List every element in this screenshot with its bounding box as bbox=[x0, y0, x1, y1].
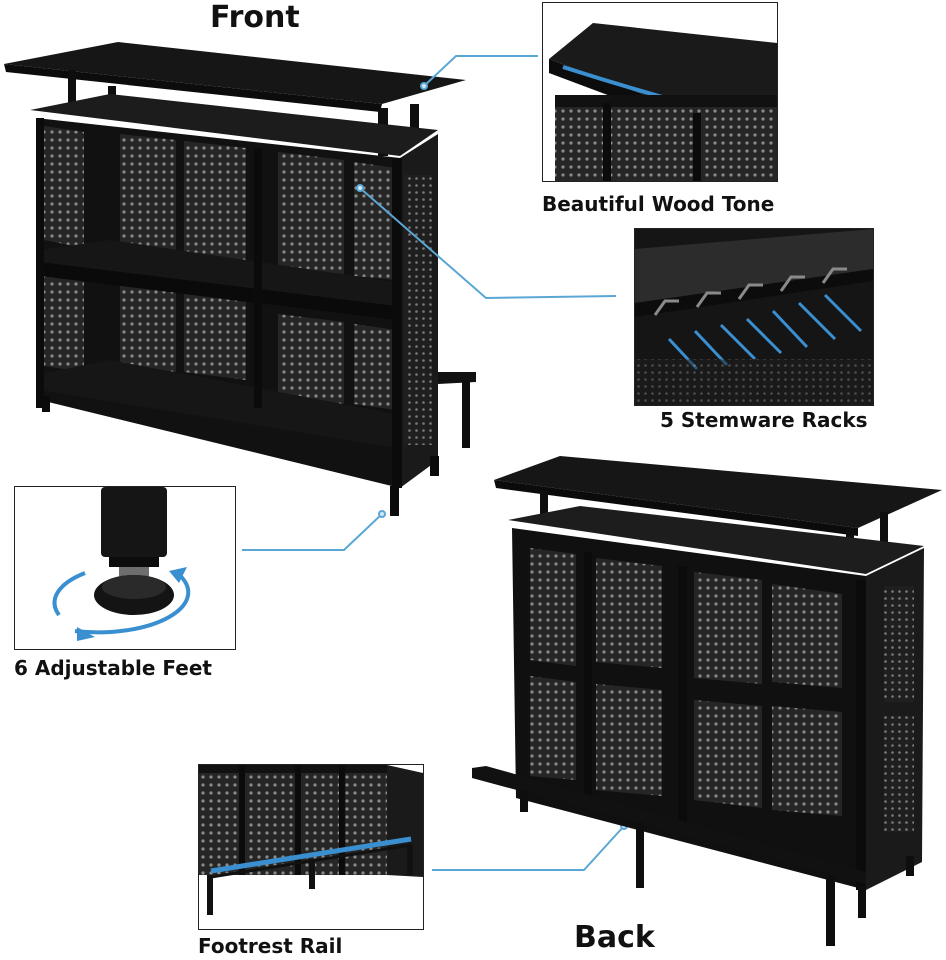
wood-tone-caption: Beautiful Wood Tone bbox=[542, 192, 775, 216]
stemware-rack-detail-image bbox=[635, 229, 873, 405]
feet-caption: 6 Adjustable Feet bbox=[14, 656, 212, 680]
back-title: Back bbox=[574, 920, 655, 955]
wood-tone-detail-image bbox=[543, 3, 777, 181]
footrest-inset bbox=[198, 764, 424, 930]
leader-lines bbox=[242, 55, 628, 871]
feet-inset bbox=[14, 486, 236, 650]
footrest-rail-detail-image bbox=[199, 765, 423, 929]
stemware-inset bbox=[634, 228, 874, 406]
adjustable-foot-detail-image bbox=[15, 487, 235, 649]
stemware-caption: 5 Stemware Racks bbox=[660, 408, 868, 432]
footrest-caption: Footrest Rail bbox=[198, 934, 343, 958]
front-title: Front bbox=[210, 0, 300, 35]
wood-tone-inset bbox=[542, 2, 778, 182]
front-bar-cabinet bbox=[4, 42, 476, 516]
back-bar-cabinet bbox=[472, 456, 942, 946]
